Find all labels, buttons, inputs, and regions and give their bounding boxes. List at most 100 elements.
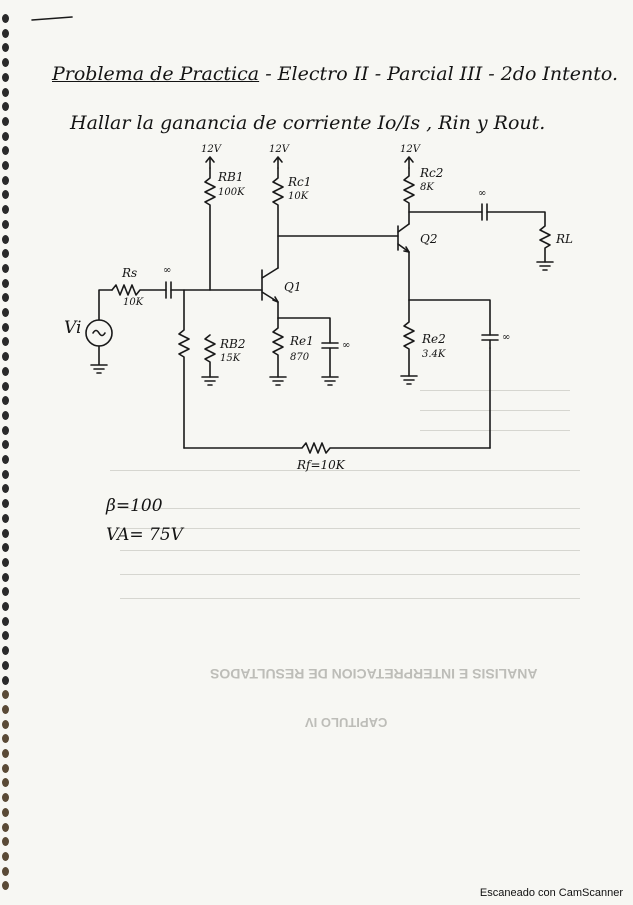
re1-value: 870: [290, 352, 310, 363]
binding-hole: [2, 87, 9, 97]
task-suffix: , Rin y Rout.: [426, 112, 546, 134]
vcc-label-1: 12V: [201, 144, 221, 155]
binding-hole: [2, 719, 9, 729]
binding-hole: [2, 881, 9, 891]
rb2-value: 15K: [220, 353, 241, 364]
binding-hole: [2, 851, 9, 861]
binding-hole: [2, 161, 9, 170]
binding-hole: [2, 322, 9, 332]
binding-hole: [2, 14, 9, 23]
infinity-cap-e1: ∞: [342, 340, 351, 351]
bleed-line: [110, 470, 580, 471]
binding-hole: [2, 557, 9, 567]
binding-hole: [2, 469, 9, 479]
vi-label: Vi: [64, 318, 82, 338]
q2-label: Q2: [420, 232, 438, 246]
binding-hole: [2, 793, 9, 803]
title-rest: - Electro II - Parcial III - 2do Intento…: [265, 63, 619, 85]
page-title: Problema de Practica - Electro II - Parc…: [52, 63, 618, 85]
bleed-line: [120, 508, 580, 509]
bleed-line: [120, 550, 580, 551]
rb2-name: RB2: [220, 337, 246, 351]
binding-hole: [2, 278, 9, 288]
re2-value: 3.4K: [422, 349, 446, 360]
binding-hole: [2, 234, 9, 244]
rl-label: RL: [556, 232, 574, 246]
binding-hole: [2, 690, 9, 700]
binding-hole: [2, 410, 9, 420]
binding-hole: [2, 807, 9, 817]
rs-value: 10K: [123, 297, 144, 308]
binding-hole: [2, 587, 9, 597]
binding-hole: [2, 102, 9, 112]
re2-name: Re2: [422, 332, 446, 346]
rb1-name: RB1: [218, 170, 244, 184]
re1-name: Re1: [290, 334, 314, 348]
infinity-cap-out: ∞: [478, 188, 487, 199]
binding-hole: [2, 28, 9, 38]
bleed-line: [120, 528, 580, 529]
binding-hole: [2, 381, 9, 391]
binding-hole: [2, 190, 9, 200]
binding-hole: [2, 499, 9, 509]
binding-hole: [2, 646, 9, 656]
task-statement: Hallar la ganancia de corriente Io/Is , …: [70, 112, 545, 134]
binding-hole: [2, 352, 9, 362]
binding-hole: [2, 308, 9, 317]
binding-hole: [2, 837, 9, 847]
bleed-line: [420, 430, 570, 431]
binding-hole: [2, 763, 9, 773]
binding-hole: [2, 866, 9, 876]
rc2-name: Rc2: [420, 166, 444, 180]
rc2-value: 8K: [420, 182, 434, 193]
binding-hole: [2, 484, 9, 494]
binding-hole: [2, 293, 9, 303]
binding-hole: [2, 440, 9, 450]
binding-hole: [2, 616, 9, 626]
binding-hole: [2, 749, 9, 758]
vcc-label-2: 12V: [269, 144, 289, 155]
binding-hole: [2, 704, 9, 714]
binding-hole: [2, 249, 9, 259]
beta-param: β=100: [106, 496, 163, 516]
rc1-name: Rc1: [288, 175, 312, 189]
infinity-cap-in: ∞: [163, 265, 172, 276]
binding-hole: [2, 822, 9, 832]
binding-hole: [2, 58, 9, 68]
binding-hole: [2, 455, 9, 464]
binding-hole: [2, 528, 9, 538]
binding-hole: [2, 572, 9, 582]
binding-hole: [2, 366, 9, 376]
binding-hole: [2, 734, 9, 744]
rc1-value: 10K: [288, 191, 309, 202]
binding-hole: [2, 675, 9, 685]
bleed-line: [420, 410, 570, 411]
binding-hole: [2, 337, 9, 347]
va-param: VA= 75V: [106, 525, 183, 545]
binding-hole: [2, 72, 9, 82]
bleed-line: [120, 598, 580, 599]
binding-hole: [2, 660, 9, 670]
infinity-cap-e2: ∞: [502, 332, 511, 343]
q1-label: Q1: [284, 280, 302, 294]
bleed-line: [420, 390, 570, 391]
task-ratio: Io/Is: [377, 112, 421, 134]
binding-hole: [2, 116, 9, 126]
rf-label: Rf=10K: [297, 458, 345, 472]
binding-hole: [2, 131, 9, 141]
binding-hole: [2, 425, 9, 435]
binding-hole: [2, 175, 9, 185]
vcc-label-3: 12V: [400, 144, 420, 155]
bleed-line: [120, 574, 580, 575]
binding-hole: [2, 543, 9, 553]
rb1-value: 100K: [218, 187, 245, 198]
binding-hole: [2, 396, 9, 406]
binding-hole: [2, 513, 9, 523]
title-subject: Problema de Practica: [52, 63, 260, 85]
binding-hole: [2, 219, 9, 229]
binding-hole: [2, 146, 9, 156]
scanner-watermark: Escaneado con CamScanner: [479, 887, 623, 899]
binding-hole: [2, 631, 9, 641]
